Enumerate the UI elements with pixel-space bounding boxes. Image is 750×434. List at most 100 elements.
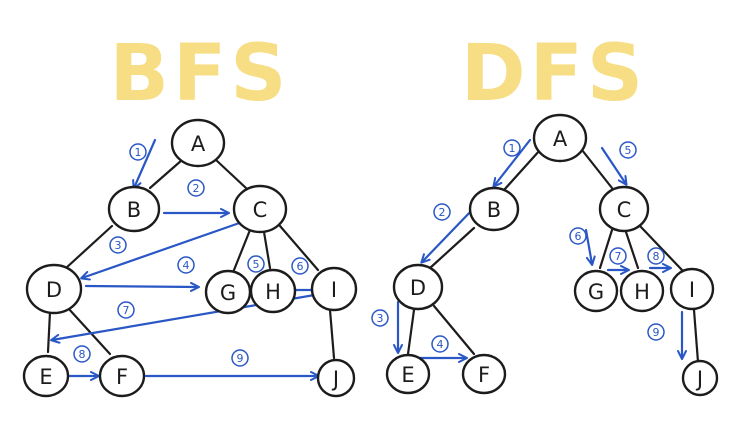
bfs-node-j: J xyxy=(316,358,356,398)
bfs-step-arrow-3 xyxy=(80,218,250,281)
bfs-edge-c-g xyxy=(232,228,252,272)
dfs-node-g: G xyxy=(573,269,619,313)
svg-text:J: J xyxy=(695,367,703,391)
bfs-node-c: C xyxy=(232,184,288,234)
bfs-node-d: D xyxy=(25,263,83,315)
bfs-node-e: E xyxy=(22,354,70,398)
bfs-edge-d-f xyxy=(66,306,112,356)
dfs-node-j: J xyxy=(681,359,719,397)
dfs-nodes: A B C D G H I E F J xyxy=(385,113,719,397)
svg-text:5: 5 xyxy=(253,258,260,271)
bfs-step-1: 1 xyxy=(129,143,147,161)
svg-text:1: 1 xyxy=(509,142,516,155)
bfs-edge-a-c xyxy=(214,158,248,190)
svg-text:5: 5 xyxy=(625,144,632,157)
bfs-step-8: 8 xyxy=(73,345,91,363)
svg-text:4: 4 xyxy=(183,259,190,272)
dfs-node-d: D xyxy=(392,263,444,311)
svg-text:E: E xyxy=(401,363,414,387)
dfs-step-arrow-6 xyxy=(584,228,596,266)
bfs-step-arrow-4 xyxy=(84,281,200,292)
bfs-edge-i-j xyxy=(328,308,336,360)
svg-text:2: 2 xyxy=(193,182,200,195)
dfs-edge-b-d xyxy=(428,226,476,270)
bfs-tree-edges xyxy=(46,158,336,360)
bfs-step-9: 9 xyxy=(231,349,249,367)
svg-text:A: A xyxy=(553,127,568,151)
svg-text:G: G xyxy=(220,281,236,305)
dfs-edge-a-b xyxy=(502,148,542,192)
dfs-edge-d-f xyxy=(432,304,476,356)
bfs-step-5: 5 xyxy=(247,255,265,273)
svg-text:I: I xyxy=(331,278,337,302)
svg-text:D: D xyxy=(46,278,62,302)
dfs-step-6: 6 xyxy=(569,227,587,245)
svg-text:C: C xyxy=(253,198,268,222)
dfs-step-arrow-2 xyxy=(420,206,476,264)
bfs-panel: BFS 1 2 3 xyxy=(22,29,358,398)
svg-text:B: B xyxy=(487,198,501,222)
svg-text:2: 2 xyxy=(439,206,446,219)
dfs-step-8: 8 xyxy=(647,247,665,265)
dfs-step-3: 3 xyxy=(371,309,389,327)
dfs-traversal-arrows xyxy=(393,138,687,363)
dfs-title: DFS xyxy=(461,29,647,119)
svg-text:3: 3 xyxy=(115,239,122,252)
svg-text:6: 6 xyxy=(297,260,304,273)
svg-text:I: I xyxy=(689,278,695,302)
svg-text:J: J xyxy=(331,367,339,391)
svg-text:8: 8 xyxy=(79,348,86,361)
svg-text:H: H xyxy=(634,280,650,304)
bfs-edge-b-d xyxy=(64,224,114,270)
bfs-step-2: 2 xyxy=(187,179,205,197)
dfs-node-e: E xyxy=(385,353,431,395)
dfs-node-i: I xyxy=(669,267,715,311)
dfs-node-c: C xyxy=(598,185,650,233)
dfs-step-arrow-5 xyxy=(600,146,628,186)
dfs-step-5: 5 xyxy=(619,141,637,159)
dfs-edge-c-i xyxy=(638,224,684,272)
svg-text:D: D xyxy=(410,276,426,300)
dfs-edge-i-j xyxy=(692,308,700,364)
dfs-tree-edges xyxy=(406,148,700,364)
dfs-edge-d-e xyxy=(406,308,416,356)
dfs-step-badges: 1 2 3 4 5 6 7 8 9 xyxy=(371,139,665,353)
svg-text:G: G xyxy=(588,280,604,304)
bfs-step-badges: 1 2 3 4 5 6 7 8 9 xyxy=(73,143,309,367)
bfs-step-7: 7 xyxy=(117,301,135,319)
bfs-step-arrow-1 xyxy=(132,138,157,190)
dfs-node-f: F xyxy=(461,353,507,395)
bfs-node-h: H xyxy=(249,268,297,314)
bfs-step-3: 3 xyxy=(109,236,127,254)
dfs-step-2: 2 xyxy=(433,203,451,221)
dfs-step-1: 1 xyxy=(503,139,521,157)
bfs-nodes: A B C D G H I E F J xyxy=(22,118,358,398)
svg-text:4: 4 xyxy=(437,338,444,351)
svg-text:6: 6 xyxy=(575,230,582,243)
bfs-step-6: 6 xyxy=(291,257,309,275)
dfs-node-h: H xyxy=(619,269,665,313)
bfs-edge-c-h xyxy=(262,230,272,270)
bfs-node-g: G xyxy=(204,269,252,315)
svg-text:9: 9 xyxy=(653,326,660,339)
dfs-step-9: 9 xyxy=(647,323,665,341)
svg-text:A: A xyxy=(191,132,206,156)
dfs-step-7: 7 xyxy=(609,247,627,265)
bfs-title: BFS xyxy=(110,29,291,119)
dfs-edge-c-g xyxy=(598,228,614,270)
dfs-node-a: A xyxy=(532,113,588,163)
bfs-node-a: A xyxy=(170,118,226,168)
dfs-edge-c-h xyxy=(624,230,640,270)
svg-text:H: H xyxy=(265,280,281,304)
svg-text:8: 8 xyxy=(653,250,660,263)
svg-text:9: 9 xyxy=(237,352,244,365)
svg-text:7: 7 xyxy=(615,250,622,263)
bfs-edge-a-b xyxy=(148,158,184,190)
svg-text:F: F xyxy=(478,363,490,387)
bfs-step-4: 4 xyxy=(177,256,195,274)
bfs-edge-c-i xyxy=(278,224,320,272)
svg-text:B: B xyxy=(127,198,141,222)
bfs-edge-d-e xyxy=(46,310,52,354)
